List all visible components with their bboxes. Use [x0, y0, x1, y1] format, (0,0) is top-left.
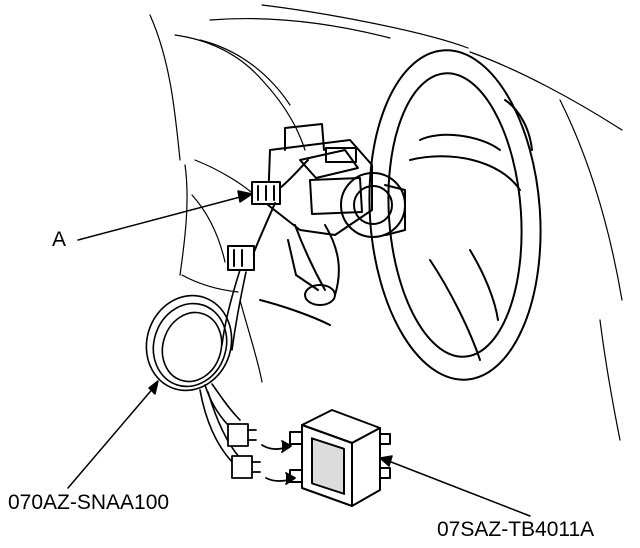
tester-box: [289, 409, 391, 507]
test-harness-coil: [145, 269, 247, 463]
harness-plugs: [227, 423, 261, 479]
harness-connector-upper: [227, 202, 276, 271]
label-tester-part-number: 07SAZ-TB4011A: [437, 518, 595, 541]
connection-arrows: [261, 440, 296, 485]
leader-lines: [67, 190, 531, 517]
label-a: A: [52, 228, 67, 251]
label-cable-part-number: 070AZ-SNAA100: [8, 491, 170, 514]
steering-column-assembly: [259, 123, 406, 326]
connector-a-icon: [251, 159, 309, 205]
dashboard: [149, 4, 623, 441]
steering-wheel: [368, 49, 542, 381]
